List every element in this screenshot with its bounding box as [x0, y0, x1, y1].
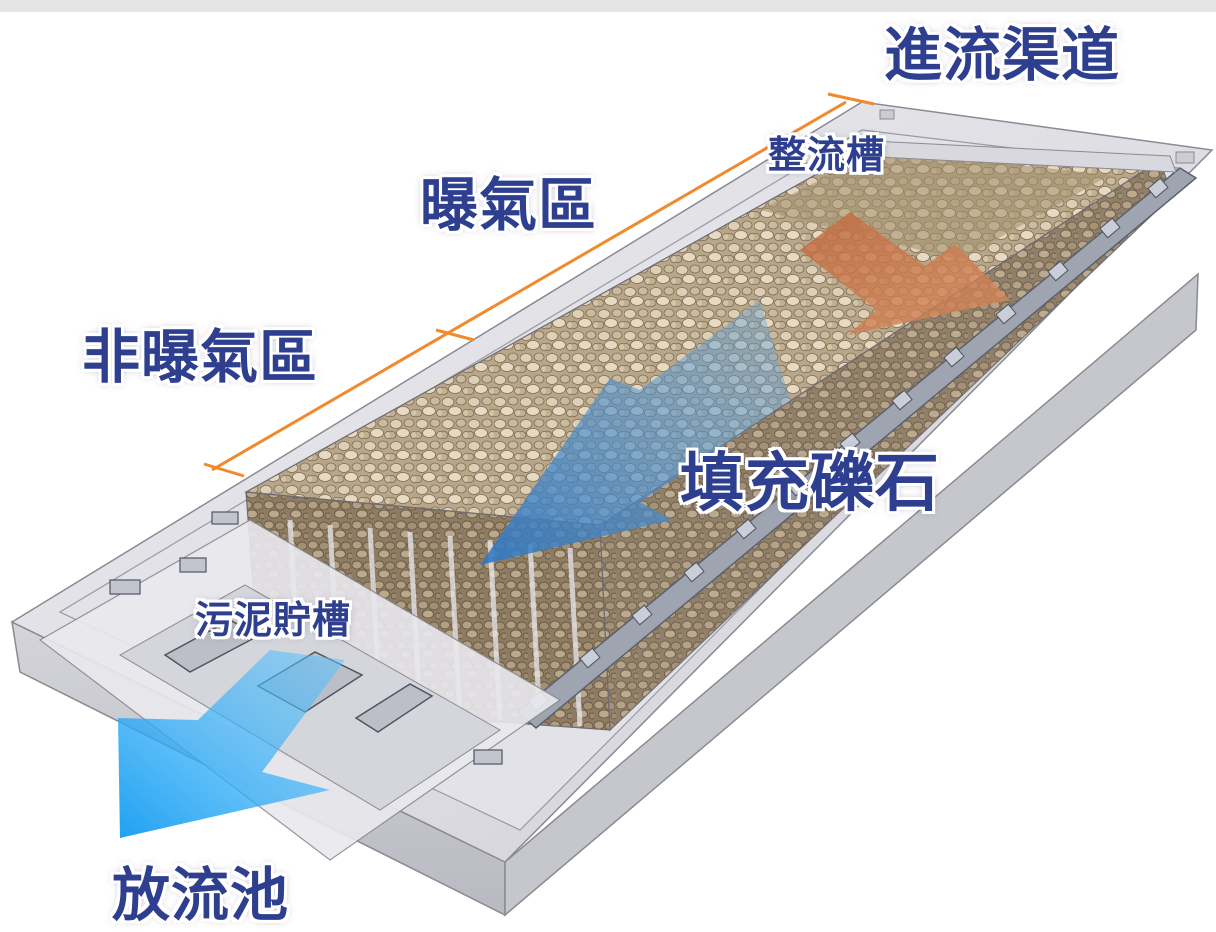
flow-tank-structure [851, 109, 1195, 173]
dimension-line [203, 92, 875, 478]
access-cover-1 [109, 579, 141, 595]
access-cover-3 [211, 511, 239, 525]
label-gravel-fill: 填充礫石 [680, 447, 940, 521]
inflow-arrow [800, 212, 1010, 335]
distribution-channel [516, 167, 1198, 729]
label-non-aeration-zone: 非曝氣區 [82, 323, 319, 391]
label-inflow-channel: 進流渠道 [884, 21, 1121, 89]
gravel-inflow-pocket [760, 150, 1110, 260]
access-cover-2 [179, 557, 207, 573]
sludge-hatch-1 [163, 619, 260, 673]
shell-right-face [504, 272, 1199, 917]
access-cover-4 [473, 749, 503, 765]
sludge-hatch-3 [354, 683, 434, 733]
label-flow-tank: 整流槽 [768, 133, 886, 177]
top-bar [0, 0, 1216, 12]
outflow-arrow [118, 650, 345, 838]
label-sludge-tank: 污泥貯槽 [195, 598, 352, 642]
treatment-flow-arrow [480, 300, 790, 565]
label-aeration-zone: 曝氣區 [420, 171, 598, 239]
label-outflow-pool: 放流池 [112, 861, 290, 929]
